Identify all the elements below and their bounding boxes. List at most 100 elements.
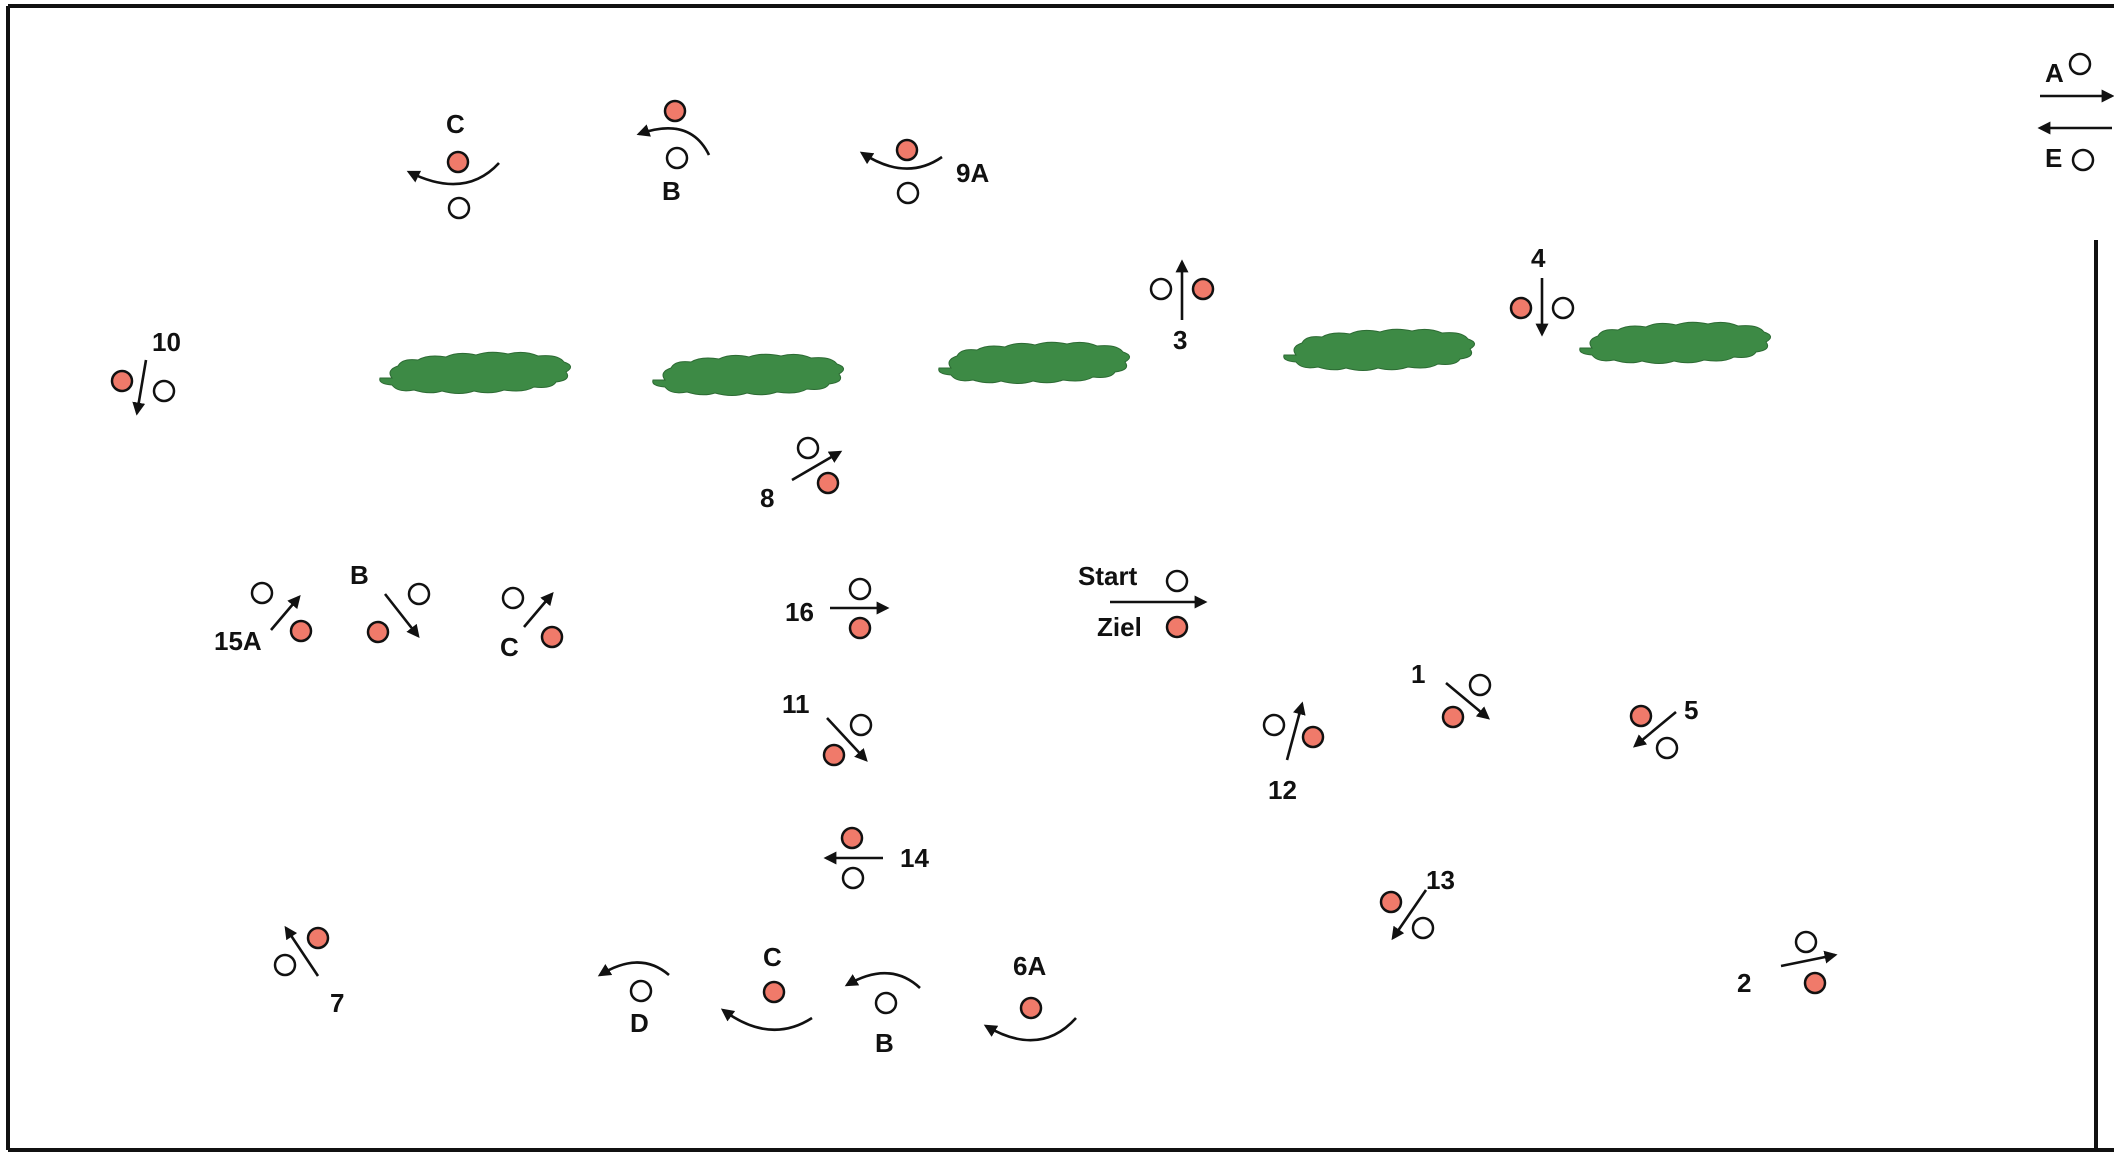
obstacle-2: [652, 353, 844, 396]
course-frame: [6, 4, 2114, 1152]
element-4: 4: [1509, 243, 1575, 337]
element-1-arrow: [1445, 682, 1490, 720]
element-16-red-marker: [848, 616, 872, 640]
element-15b: B: [350, 560, 431, 644]
element-6b-label: B: [875, 1028, 894, 1058]
element-9c-label: C: [446, 109, 465, 139]
element-6b-arrow: [844, 971, 921, 989]
start-red-marker: [1165, 615, 1189, 639]
element-8-red-marker: [816, 471, 840, 495]
element-1-red-marker: [1441, 705, 1465, 729]
element-7-white-marker: [273, 953, 297, 977]
element-1: 1: [1411, 659, 1492, 729]
element-15b-white-marker: [407, 582, 431, 606]
start-label: Start: [1078, 561, 1138, 591]
element-4-white-marker: [1551, 296, 1575, 320]
element-10-white-marker: [152, 379, 176, 403]
start-white-marker: [1165, 569, 1189, 593]
element-6d-arrow: [597, 961, 670, 977]
element-3-white-marker: [1149, 277, 1173, 301]
element-3-red-marker: [1191, 277, 1215, 301]
element-13: 13: [1379, 865, 1455, 941]
element-12-arrow: [1285, 701, 1306, 761]
element-1-label: 1: [1411, 659, 1425, 689]
element-15a-red-marker: [289, 619, 313, 643]
element-15a-arrow: [270, 595, 301, 631]
element-13-arrow: [1391, 889, 1428, 941]
element-9b-red-marker: [663, 99, 687, 123]
element-6c-label: C: [763, 942, 782, 972]
element-2-arrow: [1780, 950, 1838, 968]
element-15c-arrow: [523, 592, 554, 628]
element-16-white-marker: [848, 577, 872, 601]
element-8-arrow: [791, 450, 843, 482]
element-9a-red-marker: [895, 138, 919, 162]
element-15c-white-marker: [501, 586, 525, 610]
element-14-white-marker: [841, 866, 865, 890]
element-13-red-marker: [1379, 890, 1403, 914]
start-finish-gate: Start Ziel: [1078, 561, 1208, 642]
element-6a-label: 6A: [1013, 951, 1046, 981]
element-9c-arrow: [406, 162, 500, 186]
element-2: 2: [1737, 930, 1838, 998]
element-7-red-marker: [306, 926, 330, 950]
element-5-white-marker: [1655, 736, 1679, 760]
element-10-label: 10: [152, 327, 181, 357]
element-15a-label: 15A: [214, 626, 262, 656]
element-3-label: 3: [1173, 325, 1187, 355]
element-15a-white-marker: [250, 581, 274, 605]
element-7: 7: [273, 925, 344, 1018]
element-14: 14: [823, 826, 929, 890]
element-7-label: 7: [330, 988, 344, 1018]
element-11-white-marker: [849, 713, 873, 737]
element-12-white-marker: [1262, 713, 1286, 737]
element-8: 8: [760, 436, 843, 513]
legend-a-white-marker: [2068, 52, 2092, 76]
element-12: 12: [1262, 701, 1325, 805]
element-14-red-marker: [840, 826, 864, 850]
element-14-label: 14: [900, 843, 929, 873]
obstacle-5: [1579, 321, 1771, 364]
element-4-label: 4: [1531, 243, 1546, 273]
element-4-red-marker: [1509, 296, 1533, 320]
element-15b-arrow: [383, 593, 420, 639]
element-15b-label: B: [350, 560, 369, 590]
element-6b-white-marker: [874, 991, 898, 1015]
element-9a-label: 9A: [956, 158, 989, 188]
element-15b-red-marker: [366, 620, 390, 644]
element-15c: C: [500, 586, 564, 662]
element-10: 10: [110, 327, 181, 416]
element-8-white-marker: [796, 436, 820, 460]
obstacle-1: [379, 351, 571, 394]
legend: A E: [2037, 52, 2114, 173]
legend-a-label: A: [2045, 58, 2064, 88]
element-16-label: 16: [785, 597, 814, 627]
element-6c: C: [720, 942, 813, 1032]
element-11: 11: [782, 689, 873, 767]
element-11-red-marker: [822, 743, 846, 767]
element-9b-label: B: [662, 176, 681, 206]
element-13-white-marker: [1411, 916, 1435, 940]
element-9a: 9A: [859, 138, 989, 205]
element-9c-white-marker: [447, 196, 471, 220]
element-5: 5: [1629, 695, 1698, 760]
element-6d-label: D: [630, 1008, 649, 1038]
element-6c-arrow: [720, 1008, 813, 1032]
element-6a-red-marker: [1019, 996, 1043, 1020]
element-3: 3: [1149, 259, 1215, 355]
element-15a: 15A: [214, 581, 313, 656]
element-10-arrow: [132, 359, 148, 416]
obstacle-3: [938, 341, 1130, 384]
element-9c: C: [406, 109, 500, 220]
element-7-arrow: [284, 925, 320, 977]
element-13-label: 13: [1426, 865, 1455, 895]
element-8-label: 8: [760, 483, 774, 513]
legend-e-label: E: [2045, 143, 2062, 173]
element-6d: D: [597, 961, 670, 1038]
element-15c-label: C: [500, 632, 519, 662]
element-9a-white-marker: [896, 181, 920, 205]
element-5-arrow: [1632, 710, 1677, 748]
element-1-white-marker: [1468, 673, 1492, 697]
legend-e-white-marker: [2071, 148, 2095, 172]
